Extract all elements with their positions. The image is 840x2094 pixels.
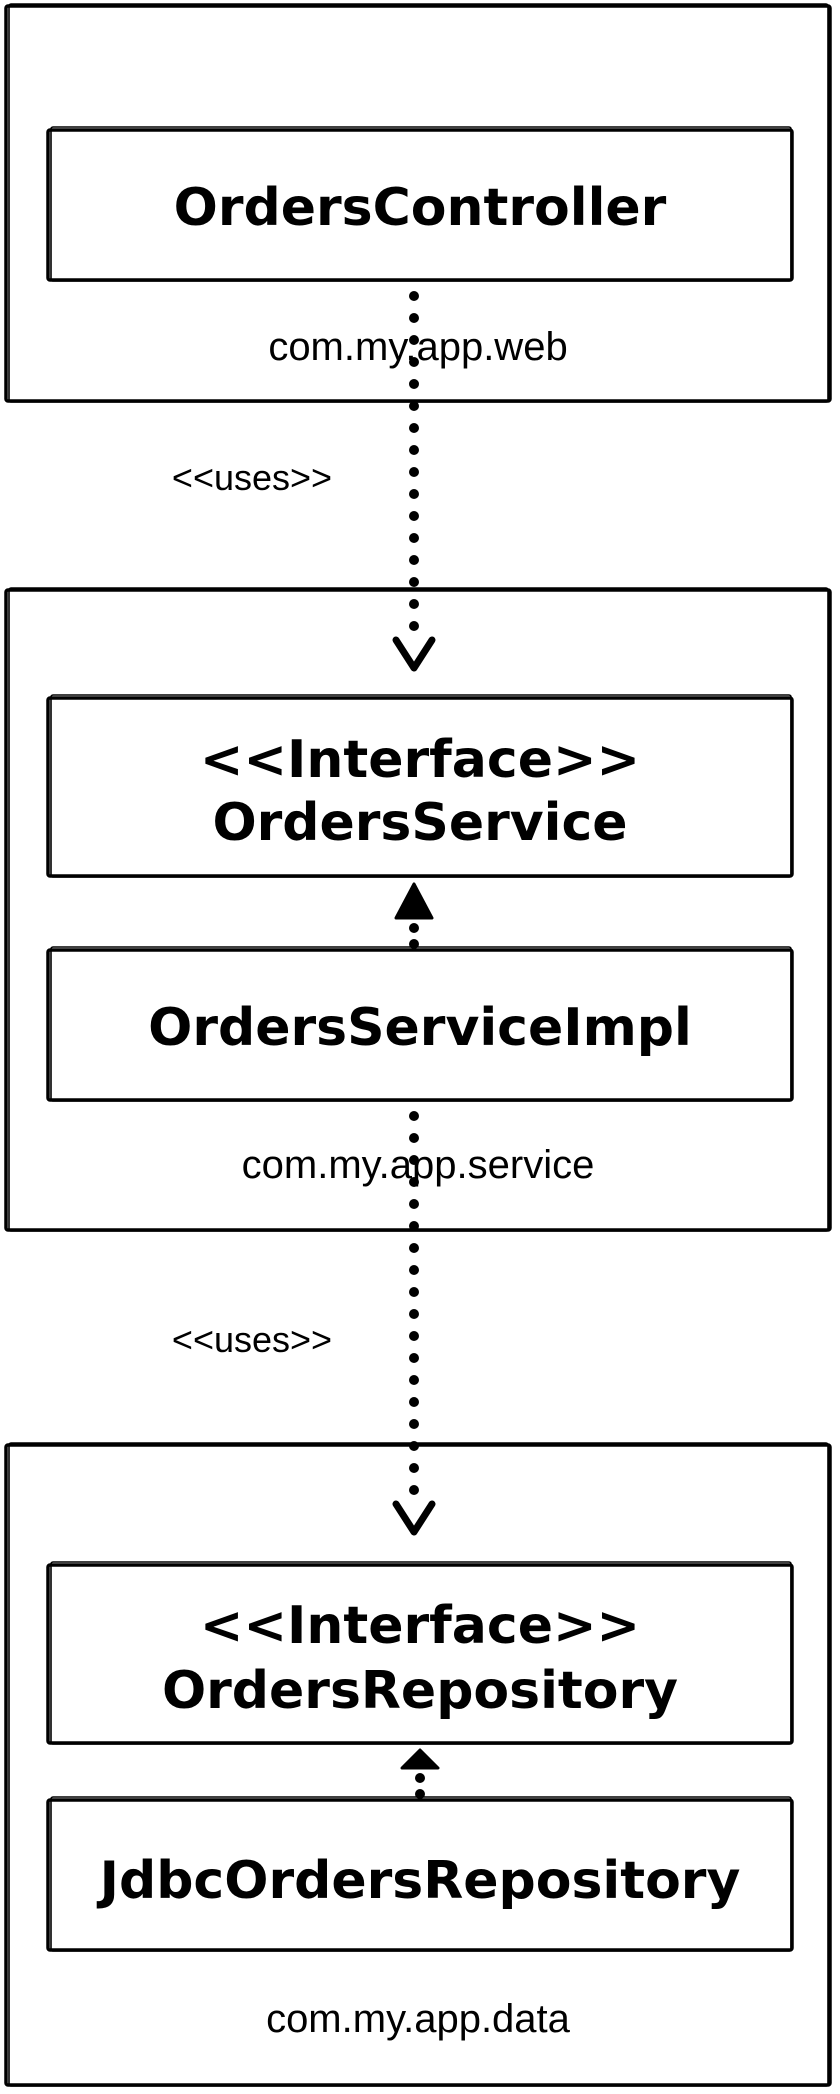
dotted-line bbox=[409, 1111, 419, 1495]
class-orders-service-impl[interactable]: OrdersServiceImpl bbox=[46, 946, 794, 1102]
class-orders-controller[interactable]: OrdersController bbox=[46, 126, 794, 282]
edge-uses-label: <<uses>> bbox=[172, 457, 332, 498]
open-arrowhead-icon bbox=[392, 636, 436, 672]
class-orders-service-impl-name: OrdersServiceImpl bbox=[148, 998, 692, 1058]
edge-realizes-orders-repository bbox=[400, 1748, 440, 1799]
class-orders-service-name: OrdersService bbox=[212, 793, 627, 853]
package-data-label: com.my.app.data bbox=[266, 1997, 571, 2041]
edge-uses-label: <<uses>> bbox=[172, 1319, 332, 1360]
class-jdbc-orders-repository[interactable]: JdbcOrdersRepository bbox=[46, 1796, 794, 1952]
triangle-arrowhead-icon bbox=[400, 1748, 440, 1770]
dotted-line bbox=[409, 291, 419, 631]
class-orders-service[interactable]: <<Interface>> OrdersService bbox=[46, 694, 794, 878]
class-jdbc-orders-repository-name: JdbcOrdersRepository bbox=[97, 1851, 741, 1911]
class-orders-controller-name: OrdersController bbox=[174, 178, 667, 238]
edge-uses-web-to-service: <<uses>> bbox=[172, 291, 436, 672]
class-orders-repository-stereotype: <<Interface>> bbox=[200, 1596, 640, 1656]
edge-realizes-orders-service bbox=[394, 882, 434, 949]
class-orders-service-stereotype: <<Interface>> bbox=[200, 730, 640, 790]
class-orders-repository[interactable]: <<Interface>> OrdersRepository bbox=[46, 1561, 794, 1745]
open-arrowhead-icon bbox=[392, 1500, 436, 1536]
edge-uses-service-to-data: <<uses>> bbox=[172, 1111, 436, 1536]
class-orders-repository-name: OrdersRepository bbox=[162, 1661, 678, 1721]
triangle-arrowhead-icon bbox=[394, 882, 434, 920]
